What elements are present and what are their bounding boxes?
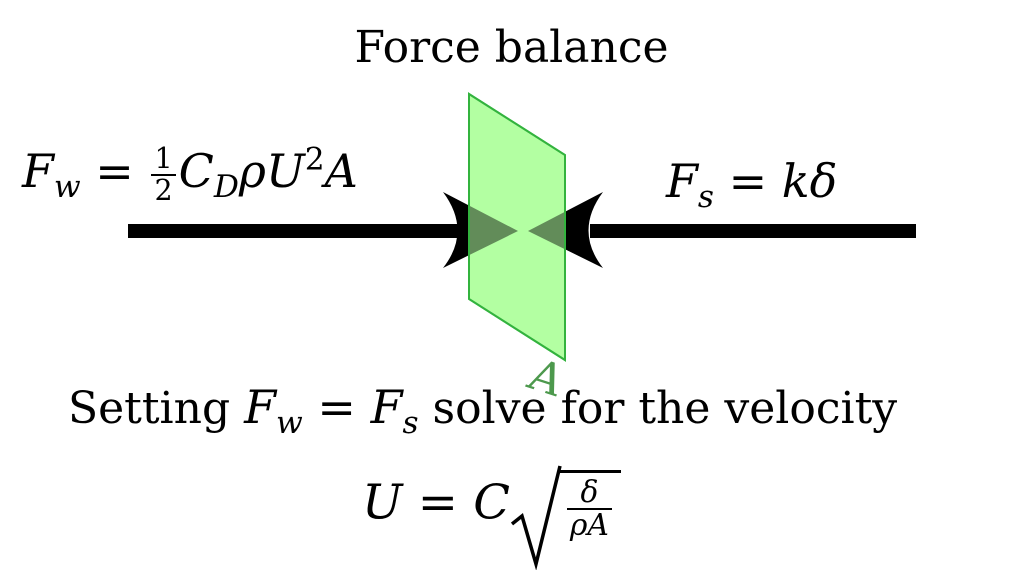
instruction-wind-subscript: w xyxy=(276,405,303,441)
wind-force-subscript: w xyxy=(53,168,81,205)
instruction-suffix: solve for the velocity xyxy=(418,383,898,434)
velocity-symbol: U xyxy=(362,474,403,531)
instruction-prefix: Setting xyxy=(68,383,245,434)
radicand-denominator: ρA xyxy=(569,508,609,544)
wind-force-symbol: F xyxy=(22,143,54,198)
instruction-spring-subscript: s xyxy=(402,405,419,441)
diagram-title: Force balance xyxy=(354,22,669,73)
instruction-sentence: Setting Fw = Fs solve for the velocity xyxy=(68,384,897,439)
density-velocity: ρU xyxy=(238,143,305,198)
area-symbol: A xyxy=(324,143,358,198)
drag-coefficient: C xyxy=(178,143,214,198)
spring-force-equals: = xyxy=(713,154,782,208)
fraction-denominator: 2 xyxy=(154,173,173,207)
result-equals: = xyxy=(402,474,474,531)
instruction-wind-force: F xyxy=(244,380,277,434)
spring-force-equation: Fs = kδ xyxy=(666,158,837,213)
radicand-numerator: δ xyxy=(566,477,612,511)
velocity-exponent: 2 xyxy=(304,141,325,178)
instruction-equals: = xyxy=(302,380,371,434)
result-constant: C xyxy=(473,474,510,531)
wind-force-equals: = xyxy=(80,143,149,198)
spring-force-rhs: kδ xyxy=(781,154,838,208)
spring-force-symbol: F xyxy=(666,154,698,208)
spring-force-subscript: s xyxy=(697,179,714,215)
fraction-numerator: 1 xyxy=(151,144,176,176)
radical-sign xyxy=(510,465,562,570)
instruction-spring-force: F xyxy=(370,380,403,434)
drag-coefficient-subscript: D xyxy=(213,168,239,205)
plate-overlay xyxy=(468,92,566,362)
